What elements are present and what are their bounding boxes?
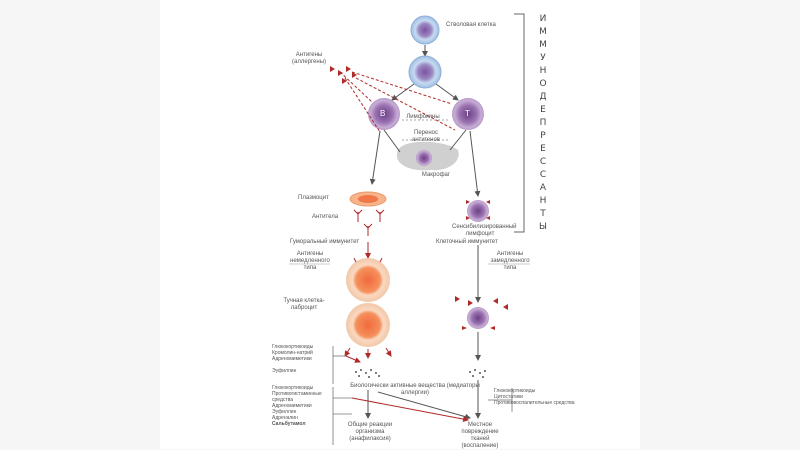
antigens-label: Антигены (аллергены) (291, 52, 327, 65)
macrophage-label: Макрофаг (421, 172, 451, 178)
vertical-title-letter: У (540, 53, 546, 63)
vertical-title-letter: П (539, 118, 547, 128)
b-cell-letter: В (380, 109, 386, 118)
mediator-dots (355, 369, 486, 378)
vertical-title-letter: Т (540, 209, 546, 219)
humoral-immunity-label: Гуморальный иммунитет (290, 239, 360, 245)
left-drug-item: Адреномиметики (272, 356, 312, 362)
left-drug-item: Противогистаминные средства (272, 391, 322, 403)
general-reactions-label: Общие реакции организма (анафилаксия) (347, 422, 393, 442)
right-drug-item: Противовоспалительные средства (494, 400, 575, 406)
right-drug-list: Глюкокортикоиды Цитостатики Противовоспа… (494, 388, 578, 406)
vertical-title-letter: С (539, 157, 547, 167)
antibody-symbols (353, 209, 385, 236)
vertical-title-letter: М (539, 27, 547, 37)
progenitor-cell (408, 55, 442, 89)
vertical-title-letter: С (539, 170, 547, 180)
bioactive-substances-label: Биологически активные вещества (медиатор… (350, 383, 480, 396)
t-cell (452, 98, 484, 130)
mast-cell-2 (346, 303, 390, 347)
effector-lymphocyte (467, 307, 489, 329)
antigens-immediate-label: Антигены немедленного типа (290, 251, 330, 271)
delayed-antigens (455, 296, 508, 330)
antigens-delayed-label: Антигены замедленного типа (490, 251, 530, 271)
vertical-title-letter: М (539, 40, 547, 50)
right-drug-item: Глюкокортикоиды (494, 388, 536, 394)
vertical-title-letter: А (539, 183, 547, 193)
left-drug-item: Адреналин (272, 415, 298, 421)
sensitized-lymphocyte (467, 200, 489, 222)
antigen-arrows (339, 71, 456, 133)
local-damage-label: Местное повреждение тканей (воспаление) (461, 422, 499, 449)
vertical-title-letter: Е (540, 105, 546, 115)
stem-cell (410, 15, 440, 45)
left-drug-list-bottom: Глюкокортикоиды Противогистаминные средс… (272, 385, 332, 427)
left-drug-item: Глюкокортикоиды (272, 385, 314, 391)
mast-cell-label: Тучная клетка-лаброцит (283, 298, 325, 311)
right-drug-item: Цитостатики (494, 394, 523, 400)
vertical-title-letter: О (539, 79, 547, 89)
stem-cell-label: Стволовая клетка (446, 22, 496, 28)
vertical-title-letter: Д (539, 92, 547, 102)
left-drug-item: Кромолин-натрий (272, 350, 313, 356)
mast-cell-arrows (344, 257, 392, 359)
left-drug-item: Эуфиллин (272, 368, 297, 374)
vertical-title-letter: Р (540, 131, 546, 141)
b-cell (368, 98, 400, 130)
cellular-immunity-label: Клеточный иммунитет (436, 239, 498, 245)
sensitized-lymphocyte-label: Сенсибилизированный лимфоцит (452, 224, 517, 237)
plasmocyte-label: Плазмоцит (298, 195, 329, 201)
antibodies-label: Антитела (312, 214, 339, 220)
mast-cell-1 (346, 258, 390, 302)
vertical-title-letter: И (539, 14, 547, 24)
diagram-sheet (160, 0, 640, 449)
left-drug-item: Глюкокортикоиды (272, 344, 314, 350)
vertical-title-letter: Е (540, 144, 546, 154)
left-drug-list-top: Глюкокортикоиды Кромолин-натрий Адреноми… (272, 344, 332, 374)
t-cell-letter: Т (465, 109, 470, 118)
left-drug-item: Сальбутамол (272, 421, 306, 427)
antigen-transfer-label: Перенос антигенов (412, 130, 440, 143)
vertical-title-letter: Н (539, 66, 547, 76)
antigen-triangles (330, 66, 357, 84)
vertical-title-letter: Н (539, 196, 547, 206)
lymphokines-label: Лимфокины (406, 114, 440, 120)
vertical-title-letter: Ы (539, 222, 547, 232)
left-drug-item: Эуфиллин (272, 409, 297, 415)
left-drug-item: Адреномиметики (272, 403, 312, 409)
